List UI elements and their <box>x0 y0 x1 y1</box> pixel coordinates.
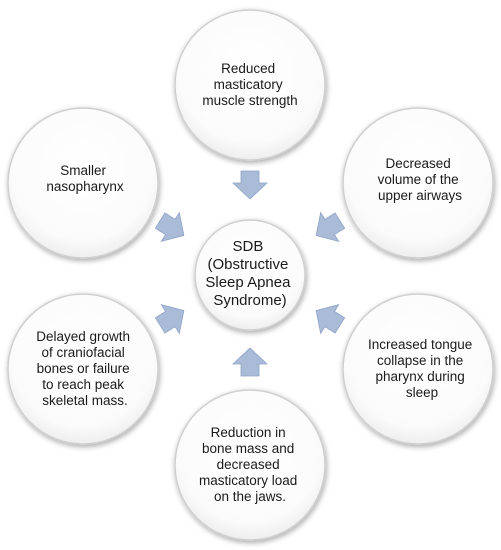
node-lower-left: Delayed growth of craniofacial bones or … <box>7 293 159 445</box>
node-upper-left: Smaller nasopharynx <box>7 107 159 259</box>
node-top: Reduced masticatory muscle strength <box>174 9 326 161</box>
node-center-label: SDB (Obstructive Sleep Apnea Syndrome) <box>205 238 294 309</box>
node-lower-right-label: Increased tongue collapse in the pharynx… <box>368 337 476 400</box>
arrow-top-icon <box>231 170 269 200</box>
node-bottom-label: Reduction in bone mass and decreased mas… <box>199 425 301 504</box>
node-top-label: Reduced masticatory muscle strength <box>202 61 297 108</box>
node-lower-right: Increased tongue collapse in the pharynx… <box>342 293 494 445</box>
node-lower-left-label: Delayed growth of craniofacial bones or … <box>36 329 134 408</box>
node-bottom: Reduction in bone mass and decreased mas… <box>174 389 326 541</box>
arrow-upper-left-icon <box>154 211 185 243</box>
arrow-upper-right-icon <box>315 211 346 243</box>
arrow-lower-right-icon <box>315 303 346 335</box>
arrow-bottom-icon <box>231 347 269 377</box>
arrow-lower-left-icon <box>154 303 185 335</box>
node-upper-left-label: Smaller nasopharynx <box>46 163 124 194</box>
node-upper-right: Decreased volume of the upper airways <box>342 107 494 259</box>
node-center: SDB (Obstructive Sleep Apnea Syndrome) <box>194 219 306 331</box>
node-upper-right-label: Decreased volume of the upper airways <box>378 156 463 203</box>
